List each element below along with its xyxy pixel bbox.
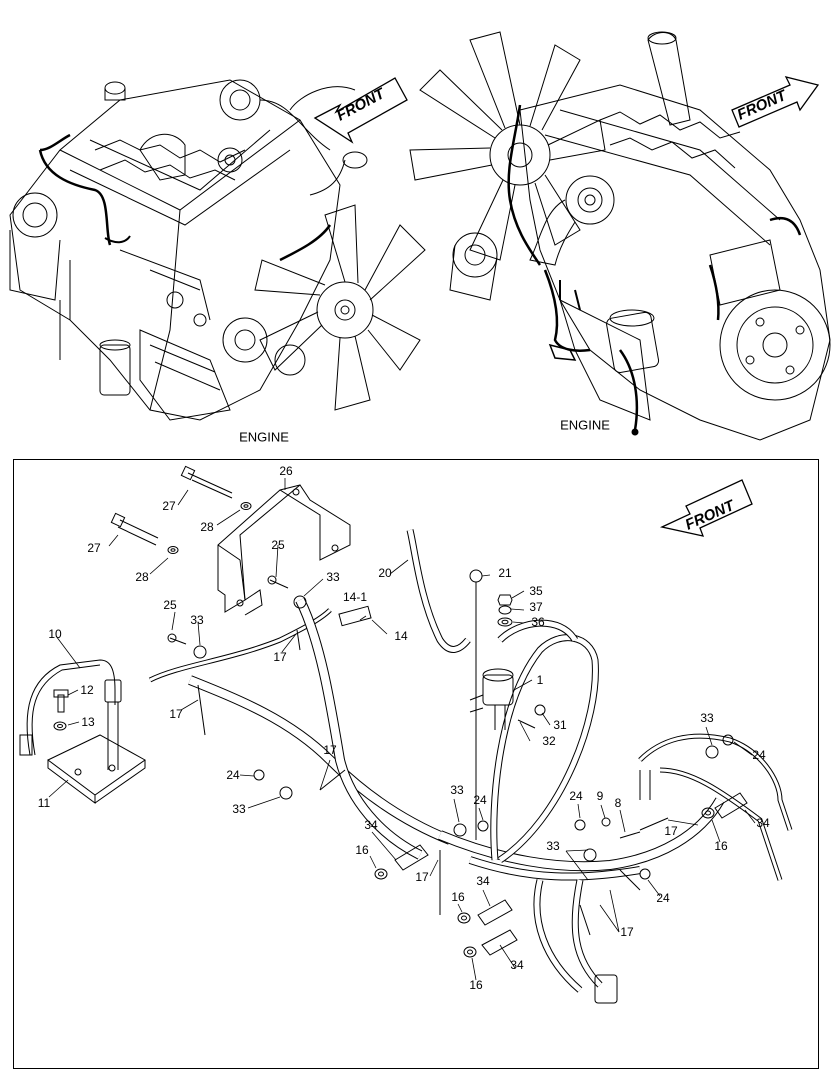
- callout-16b: 16: [451, 890, 465, 904]
- callout-14-1: 14-1: [342, 590, 368, 604]
- right-front-arrow-label: FRONT: [735, 86, 791, 123]
- callout-26: 26: [279, 464, 293, 478]
- callout-28b: 28: [135, 570, 149, 584]
- callout-24d: 24: [656, 891, 670, 905]
- callout-33e: 33: [546, 839, 560, 853]
- callout-37: 37: [529, 600, 543, 614]
- callout-16d: 16: [714, 839, 728, 853]
- callout-17a: 17: [169, 707, 183, 721]
- callout-24e: 24: [752, 748, 766, 762]
- left-engine-illustration: [9, 79, 426, 421]
- callout-25b: 25: [163, 598, 177, 612]
- callout-13: 13: [81, 715, 95, 729]
- callout-12: 12: [80, 683, 94, 697]
- callout-25a: 25: [271, 538, 285, 552]
- callout-24b: 24: [473, 793, 487, 807]
- callout-35: 35: [529, 584, 543, 598]
- callout-33f: 33: [700, 711, 714, 725]
- callout-11: 11: [37, 796, 51, 810]
- callout-17e: 17: [664, 824, 678, 838]
- callout-24a: 24: [226, 768, 240, 782]
- detail-frame: [13, 459, 819, 1069]
- callout-27a: 27: [162, 499, 176, 513]
- right-engine-illustration: [409, 31, 831, 441]
- left-engine-caption: ENGINE: [239, 429, 289, 445]
- right-engine-caption: ENGINE: [560, 417, 610, 433]
- callout-31: 31: [553, 718, 567, 732]
- callout-17f: 17: [620, 925, 634, 939]
- callout-9: 9: [596, 789, 604, 803]
- callout-36: 36: [531, 615, 545, 629]
- callout-32: 32: [542, 734, 556, 748]
- callout-34b: 34: [476, 874, 490, 888]
- callout-27b: 27: [87, 541, 101, 555]
- callout-33d: 33: [450, 783, 464, 797]
- right-front-arrow: FRONT: [731, 76, 820, 128]
- callout-34a: 34: [364, 818, 378, 832]
- callout-8: 8: [614, 796, 622, 810]
- callout-17b: 17: [273, 650, 287, 664]
- callout-17c: 17: [323, 743, 337, 757]
- callout-28a: 28: [200, 520, 214, 534]
- callout-16c: 16: [469, 978, 483, 992]
- callout-34d: 34: [756, 816, 770, 830]
- callout-33b: 33: [190, 613, 204, 627]
- leader-lines: [48, 478, 756, 981]
- callout-20: 20: [378, 566, 392, 580]
- callout-33a: 33: [326, 570, 340, 584]
- callout-21: 21: [498, 566, 512, 580]
- callout-33c: 33: [232, 802, 246, 816]
- callout-17d: 17: [415, 870, 429, 884]
- callout-14: 14: [394, 629, 408, 643]
- callout-1: 1: [536, 673, 544, 687]
- callout-10: 10: [48, 627, 62, 641]
- bracket-26: [217, 484, 351, 613]
- callout-34c: 34: [510, 958, 524, 972]
- detail-front-arrow: FRONT: [659, 479, 753, 537]
- callout-16a: 16: [355, 843, 369, 857]
- callout-24c: 24: [569, 789, 583, 803]
